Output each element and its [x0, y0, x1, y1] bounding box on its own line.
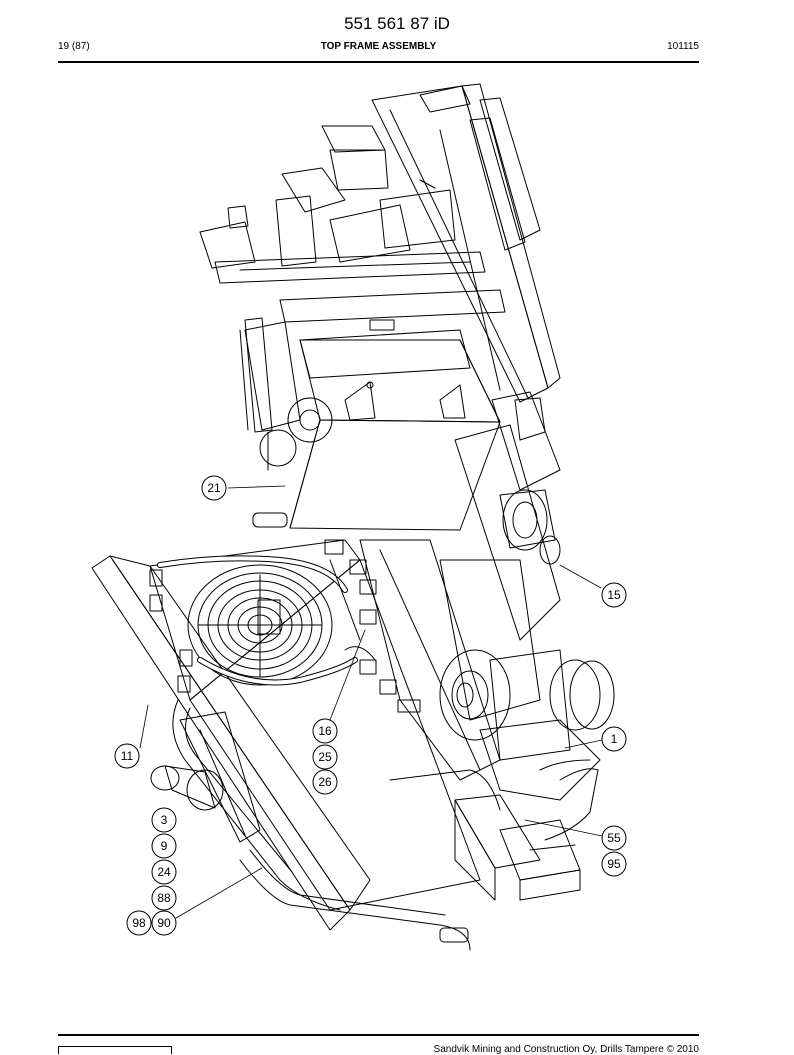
callout-90: 90: [151, 910, 177, 936]
callout-55: 55: [601, 825, 627, 851]
copyright-notice: Sandvik Mining and Construction Oy, Dril…: [433, 1044, 699, 1055]
electrical-box: [389, 769, 581, 901]
callout-9: 9: [151, 833, 177, 859]
svg-text:15: 15: [607, 588, 621, 602]
svg-text:16: 16: [318, 724, 332, 738]
svg-text:1: 1: [611, 732, 618, 746]
header-rule: [58, 61, 699, 63]
callout-98: 98: [126, 910, 152, 936]
oil-tank-box: [252, 339, 501, 531]
svg-text:90: 90: [157, 916, 171, 930]
callout-1: 1: [601, 726, 627, 752]
company-logo: [58, 1046, 172, 1054]
svg-text:25: 25: [318, 750, 332, 764]
lower-panel: [150, 711, 471, 951]
hydraulic-fittings: [324, 539, 421, 713]
svg-text:3: 3: [161, 813, 168, 827]
callout-21: 21: [201, 475, 227, 501]
footer-rule: [58, 1034, 699, 1036]
callout-15: 15: [601, 582, 627, 608]
callout-16: 16: [312, 718, 338, 744]
callout-11: 11: [114, 743, 140, 769]
svg-text:26: 26: [318, 775, 332, 789]
callout-25: 25: [312, 744, 338, 770]
callout-26: 26: [312, 769, 338, 795]
page-number: 19 (87): [58, 41, 90, 52]
svg-text:21: 21: [207, 481, 221, 495]
leader-lines: [139, 485, 603, 919]
callout-88: 88: [151, 885, 177, 911]
svg-text:98: 98: [132, 916, 146, 930]
assembly-title: TOP FRAME ASSEMBLY: [320, 41, 437, 52]
callout-95: 95: [601, 851, 627, 877]
svg-text:11: 11: [121, 749, 134, 763]
document-number: 551 561 87 iD: [344, 14, 450, 33]
svg-text:55: 55: [607, 831, 621, 845]
boom-frame: [371, 83, 561, 641]
callout-3: 3: [151, 807, 177, 833]
cooler-assembly: [91, 539, 481, 931]
callout-24: 24: [151, 859, 177, 885]
revision-code: 101115: [667, 41, 699, 52]
svg-text:88: 88: [157, 891, 171, 905]
svg-text:95: 95: [607, 857, 621, 871]
rotation-unit: [359, 489, 615, 841]
page-header: 19 (87) TOP FRAME ASSEMBLY 101115: [58, 41, 699, 55]
svg-text:24: 24: [157, 865, 171, 879]
svg-text:9: 9: [161, 839, 168, 853]
